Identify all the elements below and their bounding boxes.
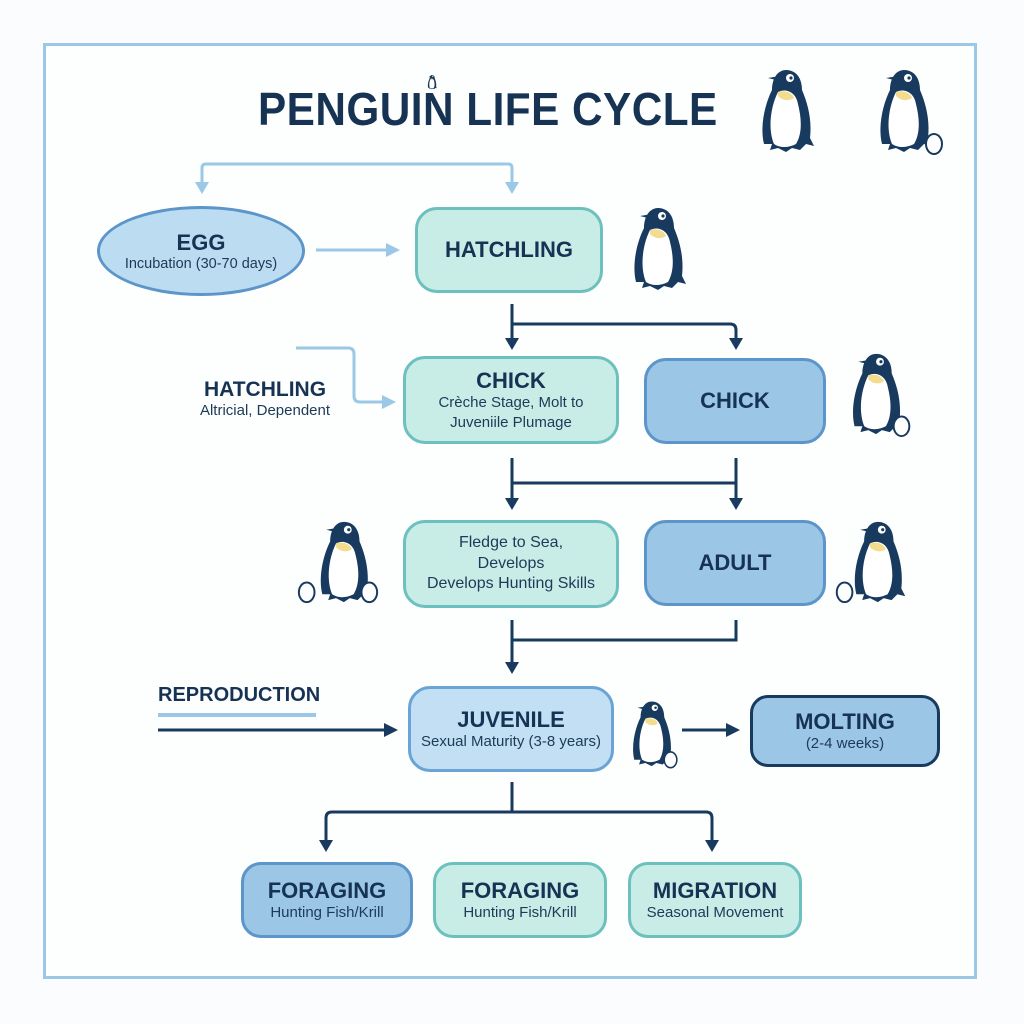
foraging-node-2: FORAGING Hunting Fish/Krill <box>433 862 607 938</box>
foraging-2-title: FORAGING <box>460 877 580 903</box>
penguin-with-egg-icon <box>880 70 943 155</box>
page-title: PENGUIN LIFE CYCLE <box>258 83 718 135</box>
egg-node: EGG Incubation (30-70 days) <box>97 206 305 296</box>
adult-node: ADULT <box>644 520 826 606</box>
juvenile-node: JUVENILE Sexual Maturity (3-8 years) <box>408 686 614 772</box>
fledge-node: Fledge to Sea, Develops Develops Hunting… <box>403 520 619 608</box>
foraging-1-subtitle: Hunting Fish/Krill <box>270 903 384 921</box>
migration-title: MIGRATION <box>652 877 778 903</box>
penguin-with-egg-icon <box>633 701 678 769</box>
migration-node: MIGRATION Seasonal Movement <box>628 862 802 938</box>
fledge-line-2: Develops <box>477 554 545 572</box>
penguin-icon <box>634 208 686 290</box>
chick-right-title: CHICK <box>700 388 770 414</box>
hatchling-note-subtitle: Altricial, Dependent <box>199 402 331 419</box>
molting-title: MOLTING <box>795 708 895 734</box>
hatchling-node: HATCHLING <box>415 207 603 293</box>
molting-node: MOLTING (2-4 weeks) <box>750 695 940 767</box>
juvenile-subtitle: Sexual Maturity (3-8 years) <box>420 732 602 750</box>
adult-title: ADULT <box>698 550 772 576</box>
foraging-2-subtitle: Hunting Fish/Krill <box>463 903 577 921</box>
foraging-node-1: FORAGING Hunting Fish/Krill <box>241 862 413 938</box>
hatchling-note-title: HATCHLING <box>203 378 327 401</box>
penguin-icon <box>762 70 814 152</box>
juvenile-title: JUVENILE <box>457 706 565 732</box>
hatchling-note: HATCHLING Altricial, Dependent <box>190 378 340 419</box>
migration-subtitle: Seasonal Movement <box>646 903 784 921</box>
fledge-line-3: Develops Hunting Skills <box>426 575 596 593</box>
penguin-with-egg-icon <box>835 521 906 604</box>
penguin-with-eggs-icon <box>297 521 379 604</box>
fledge-line-1: Fledge to Sea, <box>458 533 564 551</box>
chick-left-subtitle-1: Crèche Stage, Molt to <box>438 394 584 412</box>
foraging-1-title: FORAGING <box>267 877 387 903</box>
molting-subtitle: (2-4 weeks) <box>805 734 885 752</box>
reproduction-underline <box>158 713 316 717</box>
egg-subtitle: Incubation (30-70 days) <box>124 256 278 272</box>
chick-node-right: CHICK <box>644 358 826 444</box>
egg-title: EGG <box>176 230 226 255</box>
penguin-with-egg-icon <box>853 353 911 438</box>
diagram-frame <box>43 43 977 979</box>
small-penguin-icon <box>427 75 437 90</box>
chick-left-subtitle-2: Juveniile Plumage <box>450 413 572 431</box>
chick-left-title: CHICK <box>476 367 546 393</box>
chick-node-left: CHICK Crèche Stage, Molt to Juveniile Pl… <box>403 356 619 444</box>
reproduction-label: REPRODUCTION <box>158 684 321 706</box>
hatchling-title: HATCHLING <box>445 237 573 263</box>
